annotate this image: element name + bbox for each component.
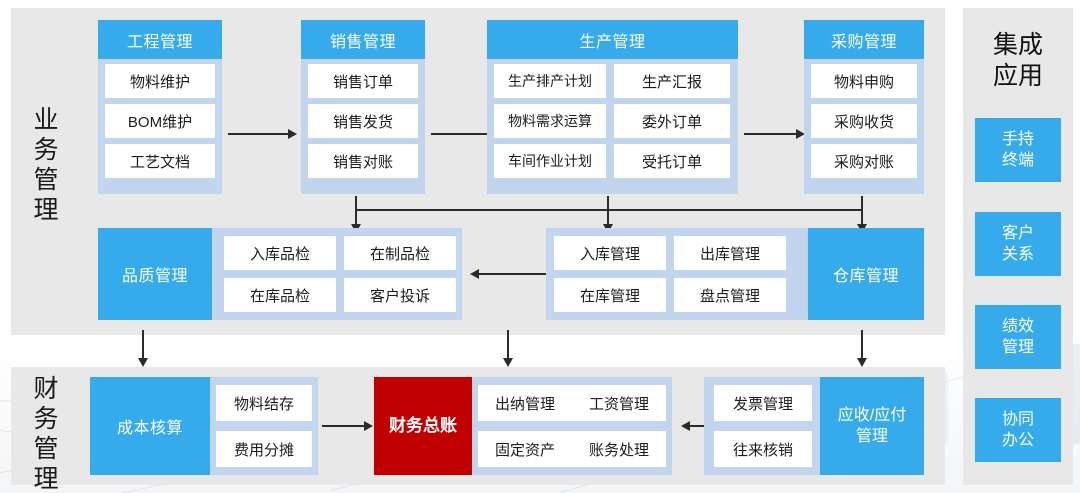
cell-outbound-management[interactable]: 出库管理 bbox=[674, 236, 786, 270]
cell-sales-delivery[interactable]: 销售发货 bbox=[308, 104, 418, 138]
cell-entrusted-order[interactable]: 受托订单 bbox=[614, 144, 730, 178]
cost-accounting-header[interactable]: 成本核算 bbox=[90, 377, 210, 475]
cell-production-report[interactable]: 生产汇报 bbox=[614, 64, 730, 98]
drop-warehouse-to-ledger bbox=[507, 330, 509, 360]
arrow-head-production-to-purchasing bbox=[796, 129, 805, 139]
cell-stock-management[interactable]: 在库管理 bbox=[554, 278, 666, 312]
drop-warehouse-to-receivable bbox=[861, 330, 863, 360]
integration-app-customer-relationship[interactable]: 客户 关系 bbox=[975, 212, 1061, 276]
purchasing-header[interactable]: 采购管理 bbox=[804, 20, 924, 59]
arrow-head-quality-to-cost bbox=[138, 358, 148, 367]
handheld-terminal-line2: 终端 bbox=[1001, 152, 1034, 169]
cell-sales-reconciliation[interactable]: 销售对账 bbox=[308, 144, 418, 178]
cell-bom-maintenance[interactable]: BOM维护 bbox=[105, 104, 215, 138]
cell-material-maintenance[interactable]: 物料维护 bbox=[105, 64, 215, 98]
bus-stub-production bbox=[607, 196, 609, 210]
cell-material-balance[interactable]: 物料结存 bbox=[216, 385, 312, 421]
cell-outsourcing-order[interactable]: 委外订单 bbox=[614, 104, 730, 138]
cell-process-document[interactable]: 工艺文档 bbox=[105, 144, 215, 178]
integration-apps-title-line1: 集成 bbox=[992, 31, 1043, 59]
collaborative-office-line1: 协同 bbox=[1001, 411, 1034, 428]
customer-relationship-line2: 关系 bbox=[1001, 246, 1034, 263]
performance-management-line1: 绩效 bbox=[1001, 318, 1034, 335]
connector-cost-to-ledger bbox=[322, 425, 364, 427]
cell-accounting-processing[interactable]: 账务处理 bbox=[572, 431, 666, 467]
bus-stub-sales bbox=[355, 196, 357, 210]
cell-invoice-management[interactable]: 发票管理 bbox=[714, 385, 812, 421]
connector-warehouse-to-quality bbox=[479, 273, 546, 275]
arrow-head-receivable-to-ledger bbox=[681, 421, 690, 431]
finance-management-label: 财务管理 bbox=[33, 375, 59, 493]
integration-app-performance-management[interactable]: 绩效 管理 bbox=[975, 305, 1061, 369]
cell-material-purchase-request[interactable]: 物料申购 bbox=[811, 64, 917, 98]
cell-cashier-management[interactable]: 出纳管理 bbox=[478, 385, 572, 421]
cell-expense-allocation[interactable]: 费用分摊 bbox=[216, 431, 312, 467]
production-header[interactable]: 生产管理 bbox=[487, 20, 738, 59]
integration-apps-title: 集成 应用 bbox=[963, 30, 1073, 92]
receivable-payable-header-line1: 应收/应付 bbox=[837, 407, 907, 424]
connector-production-to-purchasing bbox=[744, 133, 796, 135]
cell-material-requirement-calc[interactable]: 物料需求运算 bbox=[494, 104, 606, 138]
cell-sales-order[interactable]: 销售订单 bbox=[308, 64, 418, 98]
cell-salary-management[interactable]: 工资管理 bbox=[572, 385, 666, 421]
integration-app-collaborative-office[interactable]: 协同 办公 bbox=[975, 398, 1061, 462]
cell-inbound-inspection[interactable]: 入库品检 bbox=[224, 236, 336, 270]
bus-stub-purchasing bbox=[861, 196, 863, 210]
handheld-terminal-line1: 手持 bbox=[1001, 131, 1034, 148]
performance-management-line2: 管理 bbox=[1001, 339, 1034, 356]
general-ledger-header[interactable]: 财务总账 bbox=[374, 377, 472, 475]
quality-header[interactable]: 品质管理 bbox=[98, 228, 212, 320]
bus-drop-warehouse-left bbox=[607, 209, 609, 226]
integration-apps-title-line2: 应用 bbox=[992, 62, 1043, 90]
cell-inventory-count-management[interactable]: 盘点管理 bbox=[674, 278, 786, 312]
arrow-head-warehouse-to-ledger bbox=[503, 358, 513, 367]
customer-relationship-line1: 客户 bbox=[1001, 225, 1034, 242]
engineering-header[interactable]: 工程管理 bbox=[98, 20, 222, 59]
bus-drop-warehouse-right bbox=[861, 209, 863, 226]
cell-fixed-assets[interactable]: 固定资产 bbox=[478, 431, 572, 467]
warehouse-header[interactable]: 仓库管理 bbox=[808, 228, 924, 320]
cell-inbound-management[interactable]: 入库管理 bbox=[554, 236, 666, 270]
connector-sales-to-production bbox=[431, 133, 491, 135]
arrow-head-warehouse-to-receivable bbox=[857, 358, 867, 367]
cell-wip-inspection[interactable]: 在制品检 bbox=[344, 236, 456, 270]
bus-horizontal-row1-row2 bbox=[355, 209, 863, 211]
arrow-head-warehouse-to-quality bbox=[470, 269, 479, 279]
cell-settlement-writeoff[interactable]: 往来核销 bbox=[714, 431, 812, 467]
arrow-head-cost-to-ledger bbox=[364, 421, 373, 431]
cell-customer-complaint[interactable]: 客户投诉 bbox=[344, 278, 456, 312]
cell-production-schedule-plan[interactable]: 生产排产计划 bbox=[494, 64, 606, 98]
business-management-label: 业务管理 bbox=[33, 106, 59, 224]
collaborative-office-line2: 办公 bbox=[1001, 432, 1034, 449]
receivable-payable-header-line2: 管理 bbox=[855, 428, 888, 445]
integration-app-handheld-terminal[interactable]: 手持 终端 bbox=[975, 118, 1061, 182]
sales-header[interactable]: 销售管理 bbox=[301, 20, 425, 59]
connector-engineering-to-sales bbox=[228, 133, 288, 135]
cell-workshop-operation-plan[interactable]: 车间作业计划 bbox=[494, 144, 606, 178]
drop-quality-to-cost bbox=[142, 330, 144, 360]
cell-purchase-receipt[interactable]: 采购收货 bbox=[811, 104, 917, 138]
cell-in-stock-inspection[interactable]: 在库品检 bbox=[224, 278, 336, 312]
arrow-head-engineering-to-sales bbox=[288, 129, 297, 139]
cell-purchase-reconciliation[interactable]: 采购对账 bbox=[811, 144, 917, 178]
bus-drop-quality bbox=[355, 209, 357, 226]
receivable-payable-header[interactable]: 应收/应付 管理 bbox=[820, 377, 924, 475]
